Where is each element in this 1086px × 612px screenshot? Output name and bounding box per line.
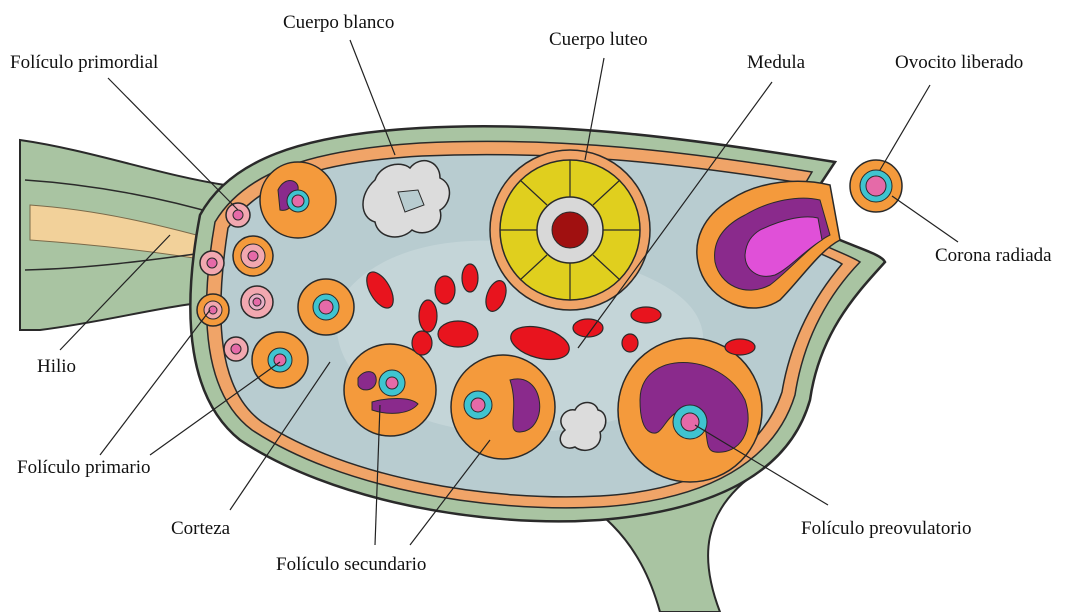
label-medula: Medula [747, 53, 805, 72]
label-cuerpo-luteo: Cuerpo luteo [549, 30, 648, 49]
label-corona-radiada: Corona radiada [935, 246, 1052, 265]
label-foliculo-primario: Folículo primario [17, 458, 151, 477]
label-hilio: Hilio [37, 357, 76, 376]
label-ovocito-liberado: Ovocito liberado [895, 53, 1023, 72]
label-cuerpo-blanco: Cuerpo blanco [283, 13, 394, 32]
released-oocyte [850, 160, 902, 212]
label-foliculo-primordial: Folículo primordial [10, 53, 158, 72]
label-foliculo-secundario: Folículo secundario [276, 555, 426, 574]
label-foliculo-preovulatorio: Folículo preovulatorio [801, 519, 971, 538]
preovulatory-follicle [618, 338, 762, 482]
corpus-luteum [490, 150, 650, 310]
label-corteza: Corteza [171, 519, 230, 538]
